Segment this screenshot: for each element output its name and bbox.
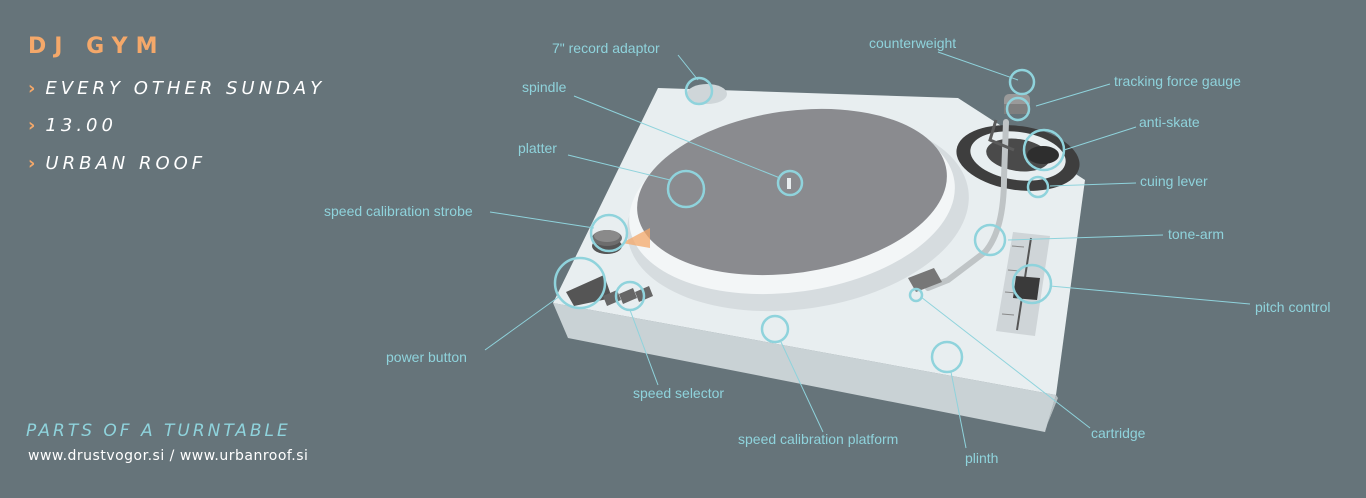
- label-record-adaptor: 7" record adaptor: [552, 40, 660, 56]
- label-platter: platter: [518, 140, 557, 156]
- cuing-lever-hotspot[interactable]: [1026, 175, 1050, 199]
- label-calibration-platform: speed calibration platform: [738, 431, 898, 447]
- event-title: DJ GYM: [28, 34, 166, 59]
- anti-skate-hotspot[interactable]: [1022, 128, 1066, 172]
- platter-hotspot[interactable]: [666, 169, 706, 209]
- footer-urls[interactable]: www.drustvogor.si / www.urbanroof.si: [28, 448, 309, 464]
- part-labels: 7" record adaptor spindle platter speed …: [324, 35, 1330, 466]
- speed-selector-hotspot[interactable]: [614, 280, 646, 312]
- pitch-control-hotspot[interactable]: [1011, 263, 1053, 305]
- label-tracking-force-gauge: tracking force gauge: [1114, 73, 1241, 89]
- plinth-hotspot[interactable]: [930, 340, 964, 374]
- label-cartridge: cartridge: [1091, 425, 1146, 441]
- event-detail-venue: ›URBAN ROOF: [28, 153, 206, 174]
- event-day-text: EVERY OTHER SUNDAY: [45, 78, 326, 99]
- hotspots: [553, 68, 1066, 374]
- label-tone-arm: tone-arm: [1168, 226, 1224, 242]
- chevron-icon: ›: [28, 153, 40, 174]
- label-cuing-lever: cuing lever: [1140, 173, 1208, 189]
- event-detail-time: ›13.00: [28, 115, 117, 136]
- record-adaptor-hotspot[interactable]: [684, 76, 714, 106]
- leader-lines: [484, 51, 1251, 449]
- tracking-force-gauge-hotspot[interactable]: [1005, 96, 1031, 122]
- chevron-icon: ›: [28, 115, 40, 136]
- event-time-text: 13.00: [45, 115, 117, 136]
- diagram-subtitle: PARTS OF A TURNTABLE: [26, 421, 291, 441]
- calibration-platform-hotspot[interactable]: [760, 314, 790, 344]
- tone-arm-hotspot[interactable]: [973, 223, 1007, 257]
- event-detail-day: ›EVERY OTHER SUNDAY: [28, 78, 325, 99]
- turntable-illustration: [553, 84, 1085, 432]
- label-pitch-control: pitch control: [1255, 299, 1330, 315]
- label-spindle: spindle: [522, 79, 567, 95]
- strobe-hotspot[interactable]: [589, 213, 629, 253]
- chevron-icon: ›: [28, 78, 40, 99]
- platter-mat: [637, 108, 947, 276]
- label-plinth: plinth: [965, 450, 998, 466]
- event-venue-text: URBAN ROOF: [45, 153, 207, 174]
- counterweight-hotspot[interactable]: [1008, 68, 1036, 96]
- label-anti-skate: anti-skate: [1139, 114, 1200, 130]
- label-counterweight: counterweight: [869, 35, 956, 51]
- cartridge-hotspot[interactable]: [908, 287, 924, 303]
- label-power-button: power button: [386, 349, 467, 365]
- label-speed-selector: speed selector: [633, 385, 724, 401]
- label-strobe: speed calibration strobe: [324, 203, 473, 219]
- spindle-hotspot[interactable]: [776, 169, 804, 197]
- power-button-hotspot[interactable]: [553, 256, 607, 310]
